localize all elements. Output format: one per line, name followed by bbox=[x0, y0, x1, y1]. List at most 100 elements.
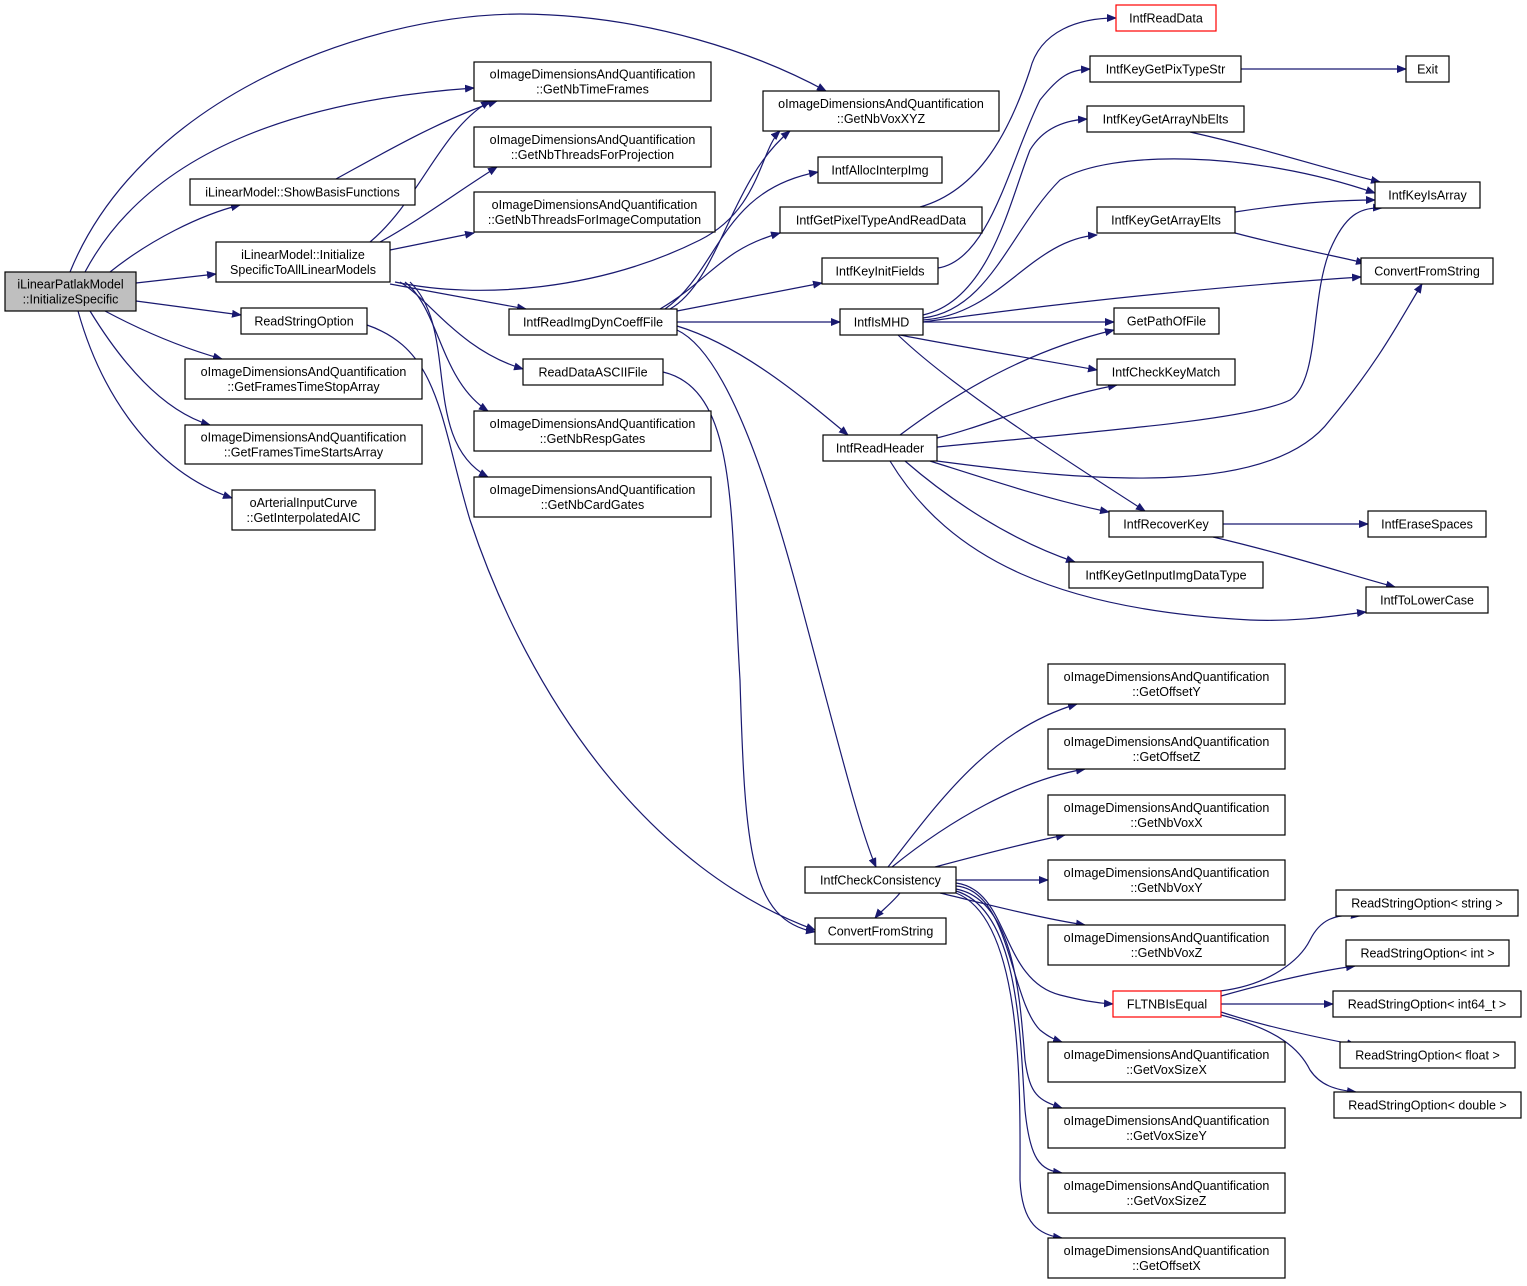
node-box[interactable] bbox=[473, 410, 712, 452]
node-nbVoxZ[interactable]: oImageDimensionsAndQuantification::GetNb… bbox=[1047, 924, 1286, 966]
node-arrayNbElts[interactable]: IntfKeyGetArrayNbElts bbox=[1086, 105, 1245, 133]
node-box[interactable] bbox=[473, 476, 712, 518]
node-isArray[interactable]: IntfKeyIsArray bbox=[1374, 181, 1481, 209]
node-showBasis[interactable]: iLinearModel::ShowBasisFunctions bbox=[189, 178, 416, 206]
node-convertMid[interactable]: ConvertFromString bbox=[814, 917, 947, 945]
node-box[interactable] bbox=[231, 489, 376, 531]
node-box[interactable] bbox=[1365, 586, 1489, 614]
node-box[interactable] bbox=[1047, 924, 1286, 966]
node-box[interactable] bbox=[1047, 663, 1286, 705]
node-box[interactable] bbox=[1047, 859, 1286, 901]
node-box[interactable] bbox=[1047, 1237, 1286, 1279]
node-recoverKey[interactable]: IntfRecoverKey bbox=[1108, 510, 1224, 538]
node-convertRight[interactable]: ConvertFromString bbox=[1360, 257, 1494, 285]
node-nbVoxY[interactable]: oImageDimensionsAndQuantification::GetNb… bbox=[1047, 859, 1286, 901]
node-box[interactable] bbox=[240, 307, 368, 335]
node-eraseSpaces[interactable]: IntfEraseSpaces bbox=[1367, 510, 1487, 538]
node-box[interactable] bbox=[189, 178, 416, 206]
node-offsetX[interactable]: oImageDimensionsAndQuantification::GetOf… bbox=[1047, 1237, 1286, 1279]
node-box[interactable] bbox=[473, 61, 712, 102]
node-box[interactable] bbox=[1086, 105, 1245, 133]
node-box[interactable] bbox=[1335, 889, 1519, 917]
node-box[interactable] bbox=[4, 271, 137, 312]
node-box[interactable] bbox=[762, 90, 1000, 132]
node-rsoInt64[interactable]: ReadStringOption< int64_t > bbox=[1332, 990, 1522, 1018]
node-box[interactable] bbox=[1374, 181, 1481, 209]
node-initSpecAll[interactable]: iLinearModel::InitializeSpecificToAllLin… bbox=[215, 241, 391, 283]
node-box[interactable] bbox=[508, 308, 678, 336]
node-fltnb[interactable]: FLTNBIsEqual bbox=[1112, 990, 1222, 1018]
node-box[interactable] bbox=[1096, 358, 1236, 386]
node-box[interactable] bbox=[1360, 257, 1494, 285]
node-cardGates[interactable]: oImageDimensionsAndQuantification::GetNb… bbox=[473, 476, 712, 518]
node-readStrOpt[interactable]: ReadStringOption bbox=[240, 307, 368, 335]
node-box[interactable] bbox=[473, 191, 716, 233]
node-ascii[interactable]: ReadDataASCIIFile bbox=[522, 358, 664, 386]
node-box[interactable] bbox=[1089, 55, 1242, 83]
node-checkCons[interactable]: IntfCheckConsistency bbox=[804, 866, 957, 894]
node-pixTypeStr[interactable]: IntfKeyGetPixTypeStr bbox=[1089, 55, 1242, 83]
node-box[interactable] bbox=[1112, 990, 1222, 1018]
node-box[interactable] bbox=[522, 358, 664, 386]
node-box[interactable] bbox=[1367, 510, 1487, 538]
node-box[interactable] bbox=[1047, 728, 1286, 770]
node-box[interactable] bbox=[822, 434, 938, 462]
node-rsoDouble[interactable]: ReadStringOption< double > bbox=[1333, 1091, 1522, 1119]
node-box[interactable] bbox=[1113, 307, 1220, 335]
node-isMHD[interactable]: IntfIsMHD bbox=[839, 308, 924, 336]
node-rsoString[interactable]: ReadStringOption< string > bbox=[1335, 889, 1519, 917]
node-threadsImg[interactable]: oImageDimensionsAndQuantification::GetNb… bbox=[473, 191, 716, 233]
node-threadsProj[interactable]: oImageDimensionsAndQuantification::GetNb… bbox=[473, 126, 712, 168]
node-root[interactable]: iLinearPatlakModel::InitializeSpecific bbox=[4, 271, 137, 312]
node-voxSizeZ[interactable]: oImageDimensionsAndQuantification::GetVo… bbox=[1047, 1172, 1286, 1214]
node-rsoFloat[interactable]: ReadStringOption< float > bbox=[1339, 1041, 1516, 1069]
node-box[interactable] bbox=[1115, 4, 1217, 32]
node-initFields[interactable]: IntfKeyInitFields bbox=[821, 257, 939, 285]
node-offsetY[interactable]: oImageDimensionsAndQuantification::GetOf… bbox=[1047, 663, 1286, 705]
node-exit[interactable]: Exit bbox=[1405, 55, 1450, 83]
node-readData[interactable]: IntfReadData bbox=[1115, 4, 1217, 32]
node-box[interactable] bbox=[473, 126, 712, 168]
node-box[interactable] bbox=[1339, 1041, 1516, 1069]
node-respGates[interactable]: oImageDimensionsAndQuantification::GetNb… bbox=[473, 410, 712, 452]
node-box[interactable] bbox=[184, 358, 423, 400]
node-offsetZ[interactable]: oImageDimensionsAndQuantification::GetOf… bbox=[1047, 728, 1286, 770]
node-box[interactable] bbox=[1047, 1172, 1286, 1214]
node-box[interactable] bbox=[804, 866, 957, 894]
node-inputImg[interactable]: IntfKeyGetInputImgDataType bbox=[1068, 561, 1264, 589]
node-box[interactable] bbox=[839, 308, 924, 336]
node-box[interactable] bbox=[1345, 939, 1510, 967]
node-box[interactable] bbox=[1405, 55, 1450, 83]
node-box[interactable] bbox=[1333, 1091, 1522, 1119]
node-voxSizeX[interactable]: oImageDimensionsAndQuantification::GetVo… bbox=[1047, 1041, 1286, 1083]
node-aic[interactable]: oArterialInputCurve::GetInterpolatedAIC bbox=[231, 489, 376, 531]
node-box[interactable] bbox=[1068, 561, 1264, 589]
node-arrayElts[interactable]: IntfKeyGetArrayElts bbox=[1096, 206, 1236, 234]
node-box[interactable] bbox=[1047, 1041, 1286, 1083]
node-box[interactable] bbox=[215, 241, 391, 283]
node-box[interactable] bbox=[1047, 794, 1286, 836]
node-nbVoxX[interactable]: oImageDimensionsAndQuantification::GetNb… bbox=[1047, 794, 1286, 836]
node-voxSizeY[interactable]: oImageDimensionsAndQuantification::GetVo… bbox=[1047, 1107, 1286, 1149]
node-toLower[interactable]: IntfToLowerCase bbox=[1365, 586, 1489, 614]
node-pathOfFile[interactable]: GetPathOfFile bbox=[1113, 307, 1220, 335]
node-allocInterp[interactable]: IntfAllocInterpImg bbox=[817, 156, 943, 184]
node-box[interactable] bbox=[817, 156, 943, 184]
node-dynCoeff[interactable]: IntfReadImgDynCoeffFile bbox=[508, 308, 678, 336]
node-readHeader[interactable]: IntfReadHeader bbox=[822, 434, 938, 462]
node-stopArray[interactable]: oImageDimensionsAndQuantification::GetFr… bbox=[184, 358, 423, 400]
node-box[interactable] bbox=[814, 917, 947, 945]
node-box[interactable] bbox=[1047, 1107, 1286, 1149]
node-startsArray[interactable]: oImageDimensionsAndQuantification::GetFr… bbox=[184, 424, 423, 465]
node-rsoInt[interactable]: ReadStringOption< int > bbox=[1345, 939, 1510, 967]
node-nbVoxXYZ[interactable]: oImageDimensionsAndQuantification::GetNb… bbox=[762, 90, 1000, 132]
node-box[interactable] bbox=[1096, 206, 1236, 234]
node-pixelType[interactable]: IntfGetPixelTypeAndReadData bbox=[779, 206, 983, 234]
node-nbTimeFrames[interactable]: oImageDimensionsAndQuantification::GetNb… bbox=[473, 61, 712, 102]
node-checkKey[interactable]: IntfCheckKeyMatch bbox=[1096, 358, 1236, 386]
node-box[interactable] bbox=[779, 206, 983, 234]
node-box[interactable] bbox=[184, 424, 423, 465]
node-box[interactable] bbox=[1108, 510, 1224, 538]
node-box[interactable] bbox=[1332, 990, 1522, 1018]
node-box[interactable] bbox=[821, 257, 939, 285]
